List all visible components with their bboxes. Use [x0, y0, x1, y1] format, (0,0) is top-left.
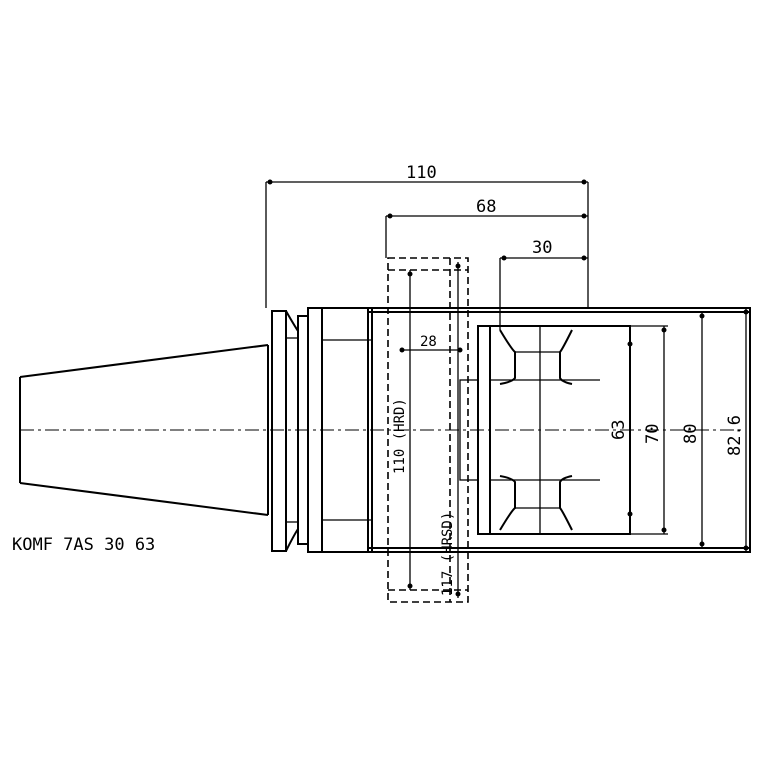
dim-28-label: 28 — [420, 334, 437, 350]
dim-68-line — [385, 213, 588, 258]
dim-110-hrd-label: 110 (HRD) — [392, 398, 408, 474]
dim-80-line — [699, 312, 705, 548]
clamping-sleeve — [459, 325, 631, 535]
dim-80-label: 80 — [681, 424, 701, 444]
dim-117-hrsd-line — [455, 262, 461, 598]
dim-30-label: 30 — [532, 238, 552, 258]
dim-82-6-label: 82.6 — [725, 415, 745, 456]
dim-110-label: 110 — [406, 163, 437, 183]
part-label: KOMF 7AS 30 63 — [12, 535, 155, 555]
dim-70-line — [630, 325, 668, 535]
dim-110-line — [265, 179, 589, 308]
alternate-nut-outline — [387, 257, 469, 603]
body — [321, 307, 751, 553]
dim-30-line — [499, 255, 588, 330]
taper-shank — [19, 344, 269, 516]
dim-63-line — [627, 340, 633, 518]
dim-68-label: 68 — [476, 197, 496, 217]
dim-70-label: 70 — [643, 424, 663, 444]
dim-82-6-line — [743, 308, 749, 552]
dim-110-hrd-line — [407, 270, 413, 590]
dim-63-label: 63 — [609, 420, 629, 440]
dim-117-hrsd-label: 117 (HRSD) — [440, 512, 456, 596]
